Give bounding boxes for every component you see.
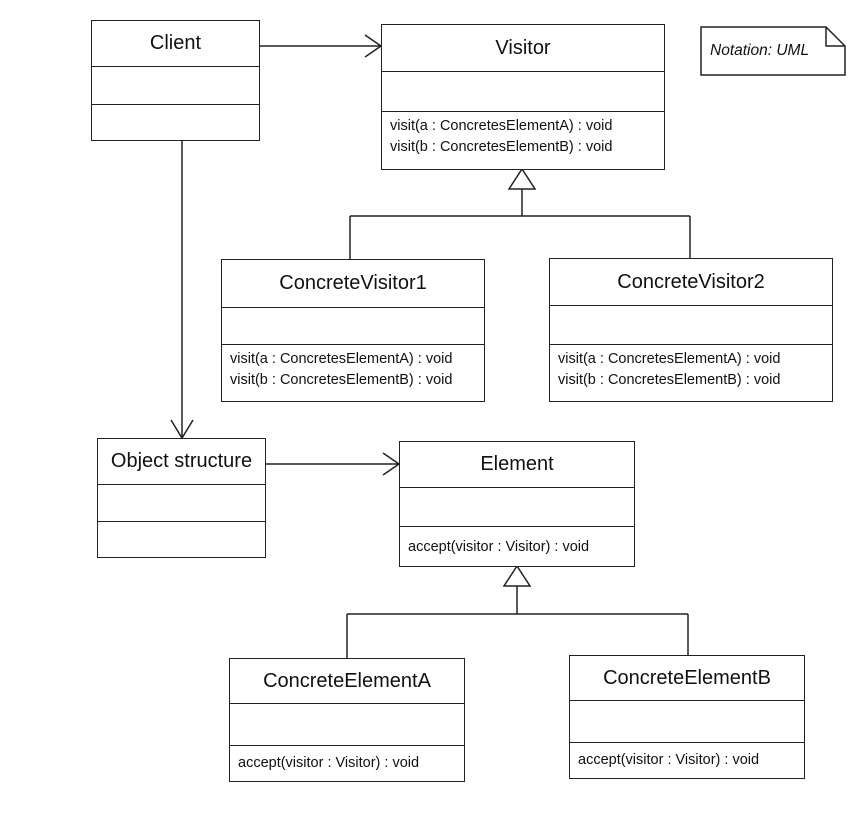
- class-concrete-visitor1[interactable]: ConcreteVisitor1 visit(a : ConcretesElem…: [221, 259, 485, 402]
- operation: accept(visitor : Visitor) : void: [238, 755, 420, 771]
- operations-compartment: [98, 522, 265, 556]
- attributes-compartment: [230, 704, 464, 746]
- class-client[interactable]: Client: [91, 20, 260, 141]
- class-name: ConcreteElementA: [230, 659, 464, 704]
- operation: visit(b : ConcretesElementB) : void: [390, 139, 613, 155]
- operation: visit(a : ConcretesElementA) : void: [558, 351, 781, 367]
- operation: accept(visitor : Visitor) : void: [578, 752, 760, 768]
- note-shape: [700, 26, 846, 76]
- objectstructure-element-association: [265, 452, 401, 476]
- attributes-compartment: [550, 306, 832, 345]
- class-object-structure[interactable]: Object structure: [97, 438, 266, 558]
- operation: visit(a : ConcretesElementA) : void: [390, 118, 613, 134]
- attributes-compartment: [92, 67, 259, 105]
- attributes-compartment: [570, 701, 804, 743]
- class-name: Visitor: [382, 25, 664, 72]
- element-generalization: [346, 564, 689, 658]
- class-element[interactable]: Element accept(visitor : Visitor) : void: [399, 441, 635, 567]
- class-name: ConcreteVisitor2: [550, 259, 832, 306]
- operations-compartment: visit(a : ConcretesElementA) : void visi…: [550, 345, 832, 391]
- attributes-compartment: [222, 308, 484, 345]
- class-visitor[interactable]: Visitor visit(a : ConcretesElementA) : v…: [381, 24, 665, 170]
- operation: visit(b : ConcretesElementB) : void: [230, 372, 453, 388]
- notation-note: Notation: UML: [700, 26, 846, 76]
- attributes-compartment: [98, 485, 265, 522]
- class-name: Client: [92, 21, 259, 67]
- class-name: Element: [400, 442, 634, 488]
- class-name: ConcreteVisitor1: [222, 260, 484, 308]
- class-concrete-element-b[interactable]: ConcreteElementB accept(visitor : Visito…: [569, 655, 805, 779]
- client-visitor-association: [260, 34, 383, 58]
- class-concrete-element-a[interactable]: ConcreteElementA accept(visitor : Visito…: [229, 658, 465, 782]
- client-objectstructure-association: [170, 141, 194, 440]
- operation: visit(a : ConcretesElementA) : void: [230, 351, 453, 367]
- note-text: Notation: UML: [710, 42, 810, 59]
- operations-compartment: visit(a : ConcretesElementA) : void visi…: [222, 345, 484, 391]
- operations-compartment: accept(visitor : Visitor) : void: [570, 743, 804, 771]
- attributes-compartment: [382, 72, 664, 112]
- class-name: Object structure: [98, 439, 265, 485]
- operations-compartment: accept(visitor : Visitor) : void: [400, 527, 634, 558]
- operations-compartment: accept(visitor : Visitor) : void: [230, 746, 464, 774]
- operations-compartment: [92, 105, 259, 140]
- class-concrete-visitor2[interactable]: ConcreteVisitor2 visit(a : ConcretesElem…: [549, 258, 833, 402]
- visitor-generalization: [349, 167, 691, 259]
- operation: accept(visitor : Visitor) : void: [408, 539, 590, 555]
- class-name: ConcreteElementB: [570, 656, 804, 701]
- operations-compartment: visit(a : ConcretesElementA) : void visi…: [382, 112, 664, 158]
- attributes-compartment: [400, 488, 634, 527]
- operation: visit(b : ConcretesElementB) : void: [558, 372, 781, 388]
